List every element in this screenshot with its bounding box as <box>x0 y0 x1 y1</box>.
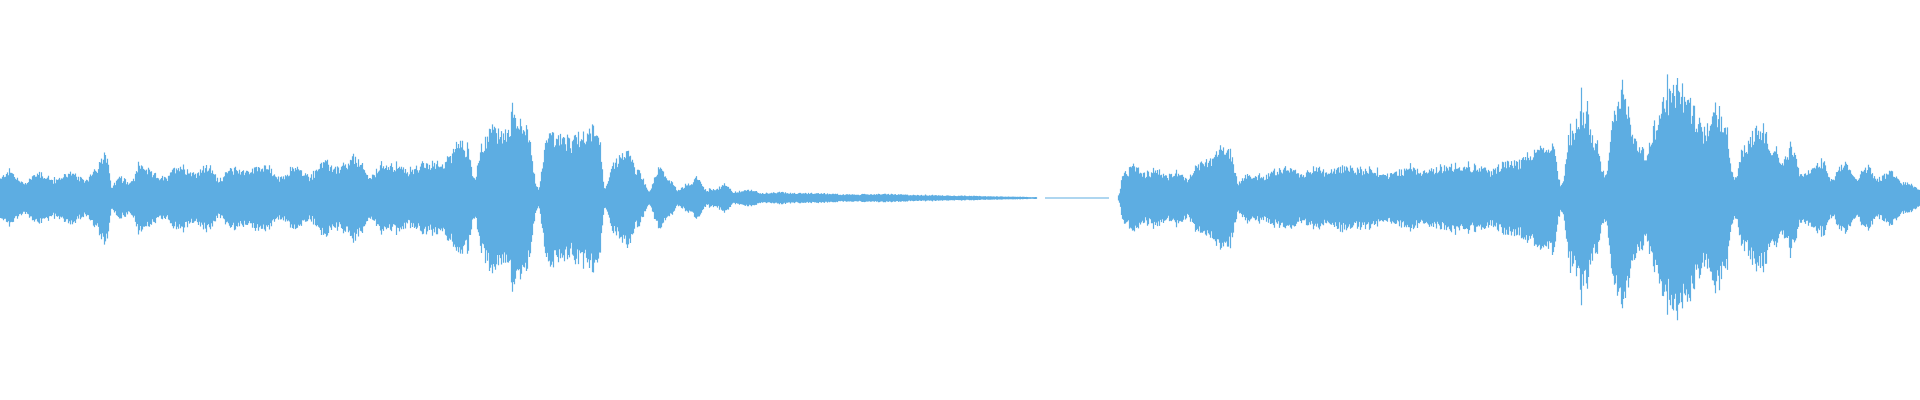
waveform-bars <box>0 74 1920 321</box>
waveform-signal <box>0 74 1920 321</box>
